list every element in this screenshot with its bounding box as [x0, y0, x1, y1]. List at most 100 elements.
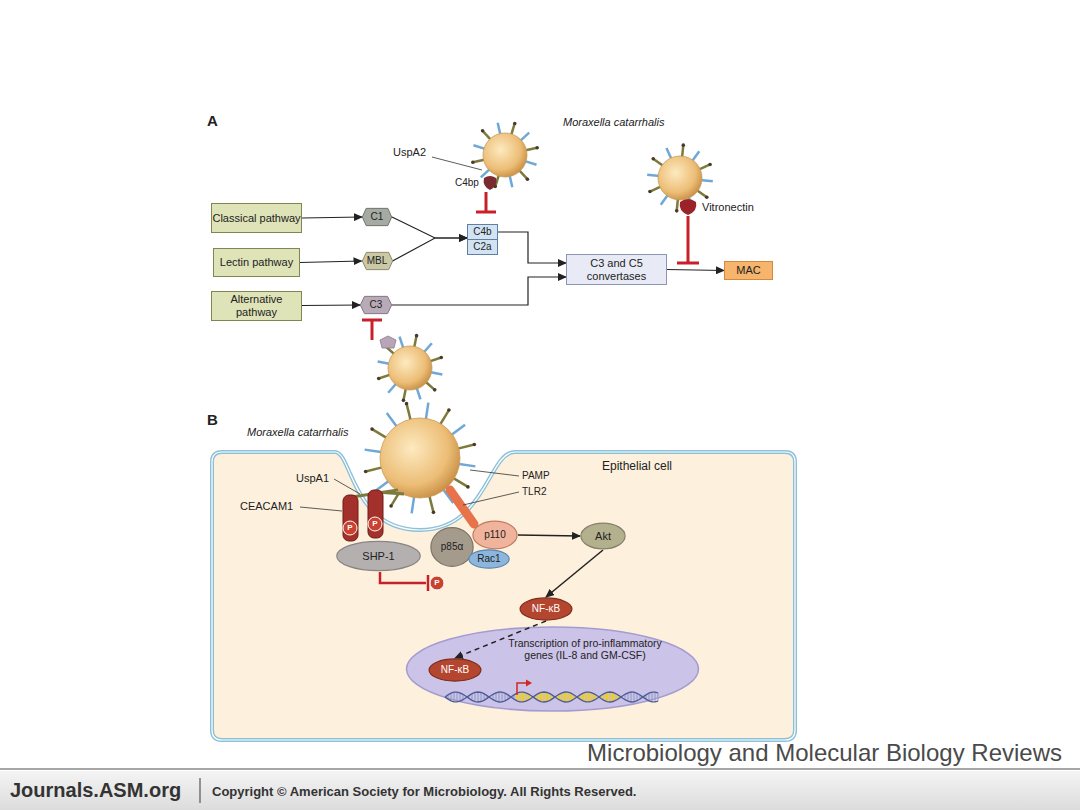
connector-arrow [667, 270, 724, 271]
dna-rung [552, 696, 554, 699]
dna-rung [499, 692, 500, 702]
dna-rung [549, 694, 551, 701]
dna-rung [508, 695, 509, 699]
protein-tip [648, 190, 652, 194]
surface-protein [400, 337, 404, 349]
label: Journals.ASM.org [10, 779, 181, 802]
nucleus: Transcription of pro-inflammatory genes … [405, 625, 700, 713]
surface-protein [403, 388, 406, 401]
connector-arrow [300, 261, 362, 263]
dna-rung [579, 695, 581, 699]
protein-blob: SHP-1 [335, 540, 422, 572]
complement-protein: C1 [362, 208, 392, 226]
label: C4bp [455, 177, 479, 189]
label: P [347, 524, 352, 532]
ceacam1-receptor [368, 490, 383, 538]
vitronectin-shape [680, 199, 697, 215]
dna-rung [531, 696, 533, 697]
dna-rung [631, 692, 632, 702]
dna-rung [522, 692, 524, 702]
footer-rule [0, 768, 1080, 770]
surface-protein [473, 145, 485, 149]
label: Moraxella catarrhalis [563, 116, 664, 129]
node-text: C4b [473, 226, 491, 238]
node-text: Classical pathway [212, 212, 300, 225]
footer-separator [199, 778, 200, 803]
transcription-arrow [517, 683, 526, 695]
protein-tip [389, 504, 393, 508]
dna-rung [582, 693, 584, 701]
node-text: p110 [484, 529, 506, 541]
connector-arrow [393, 238, 468, 261]
complement-box: C2a [467, 239, 498, 255]
uspa1-stalk [352, 490, 404, 497]
pathway-box: Classical pathway [211, 203, 302, 233]
surface-protein [412, 496, 415, 514]
dna-rung [457, 692, 458, 702]
dna-rung [643, 696, 644, 697]
dna-rung [484, 694, 485, 701]
surface-protein [495, 174, 499, 186]
surface-protein [677, 198, 678, 211]
surface-protein [511, 123, 515, 135]
label: P [434, 579, 439, 587]
label: PAMP [522, 470, 550, 482]
epithelial-cell-outline [212, 452, 795, 740]
phosphate-dot [368, 517, 382, 531]
protein-blob: p110 [472, 520, 518, 550]
node-text: NF-κB [532, 603, 560, 615]
dna-rung [637, 693, 638, 700]
bacterium [483, 133, 527, 177]
surface-protein [509, 175, 512, 188]
protein-tip [705, 195, 709, 199]
dna-rung [625, 694, 626, 699]
protein-tip [493, 185, 497, 189]
surface-protein [440, 410, 449, 425]
surface-protein [524, 161, 536, 165]
protein-tip [402, 399, 406, 403]
dna-rung [475, 692, 476, 701]
dna-rung [628, 693, 629, 701]
surface-protein [378, 361, 391, 364]
dna-rung [451, 693, 452, 701]
inhibition-line [362, 320, 382, 340]
dna-rung [646, 695, 647, 699]
surface-protein [388, 383, 397, 393]
phosphate-dot [343, 521, 357, 535]
dna-rung [588, 692, 590, 702]
dna-rung [594, 694, 596, 699]
complement-protein: C3 [360, 296, 392, 314]
protein-tip [708, 163, 712, 167]
protein-blob: p85α [430, 526, 474, 568]
dna-rung [634, 692, 635, 702]
complement-protein: MBL [362, 252, 393, 270]
node-text: Lectin pathway [220, 256, 293, 269]
dna-rung [600, 696, 602, 699]
surface-protein [647, 175, 660, 176]
dna-rung [505, 693, 506, 701]
c4bp-shape [484, 176, 497, 190]
surface-protein [429, 495, 433, 512]
protein-tip [370, 427, 374, 431]
dna-rung [487, 696, 488, 699]
surface-protein [425, 381, 435, 390]
dna-rung [655, 692, 656, 702]
footer-band [0, 771, 1080, 810]
surface-protein [661, 194, 669, 205]
bacterium [380, 418, 460, 498]
surface-protein [391, 491, 400, 506]
dna-rung [528, 694, 530, 699]
protein-tip [439, 356, 443, 360]
node-text: Rac1 [477, 553, 500, 565]
protein-tip [405, 402, 409, 406]
dna-rung [615, 694, 617, 700]
dna-rung [546, 692, 548, 701]
dna-rung [463, 694, 464, 699]
node-text: MBL [367, 255, 388, 267]
leader-line [432, 157, 482, 170]
surface-protein [372, 429, 387, 438]
convertase-box: C3 and C5 convertases [566, 254, 667, 285]
surface-protein [481, 169, 491, 178]
